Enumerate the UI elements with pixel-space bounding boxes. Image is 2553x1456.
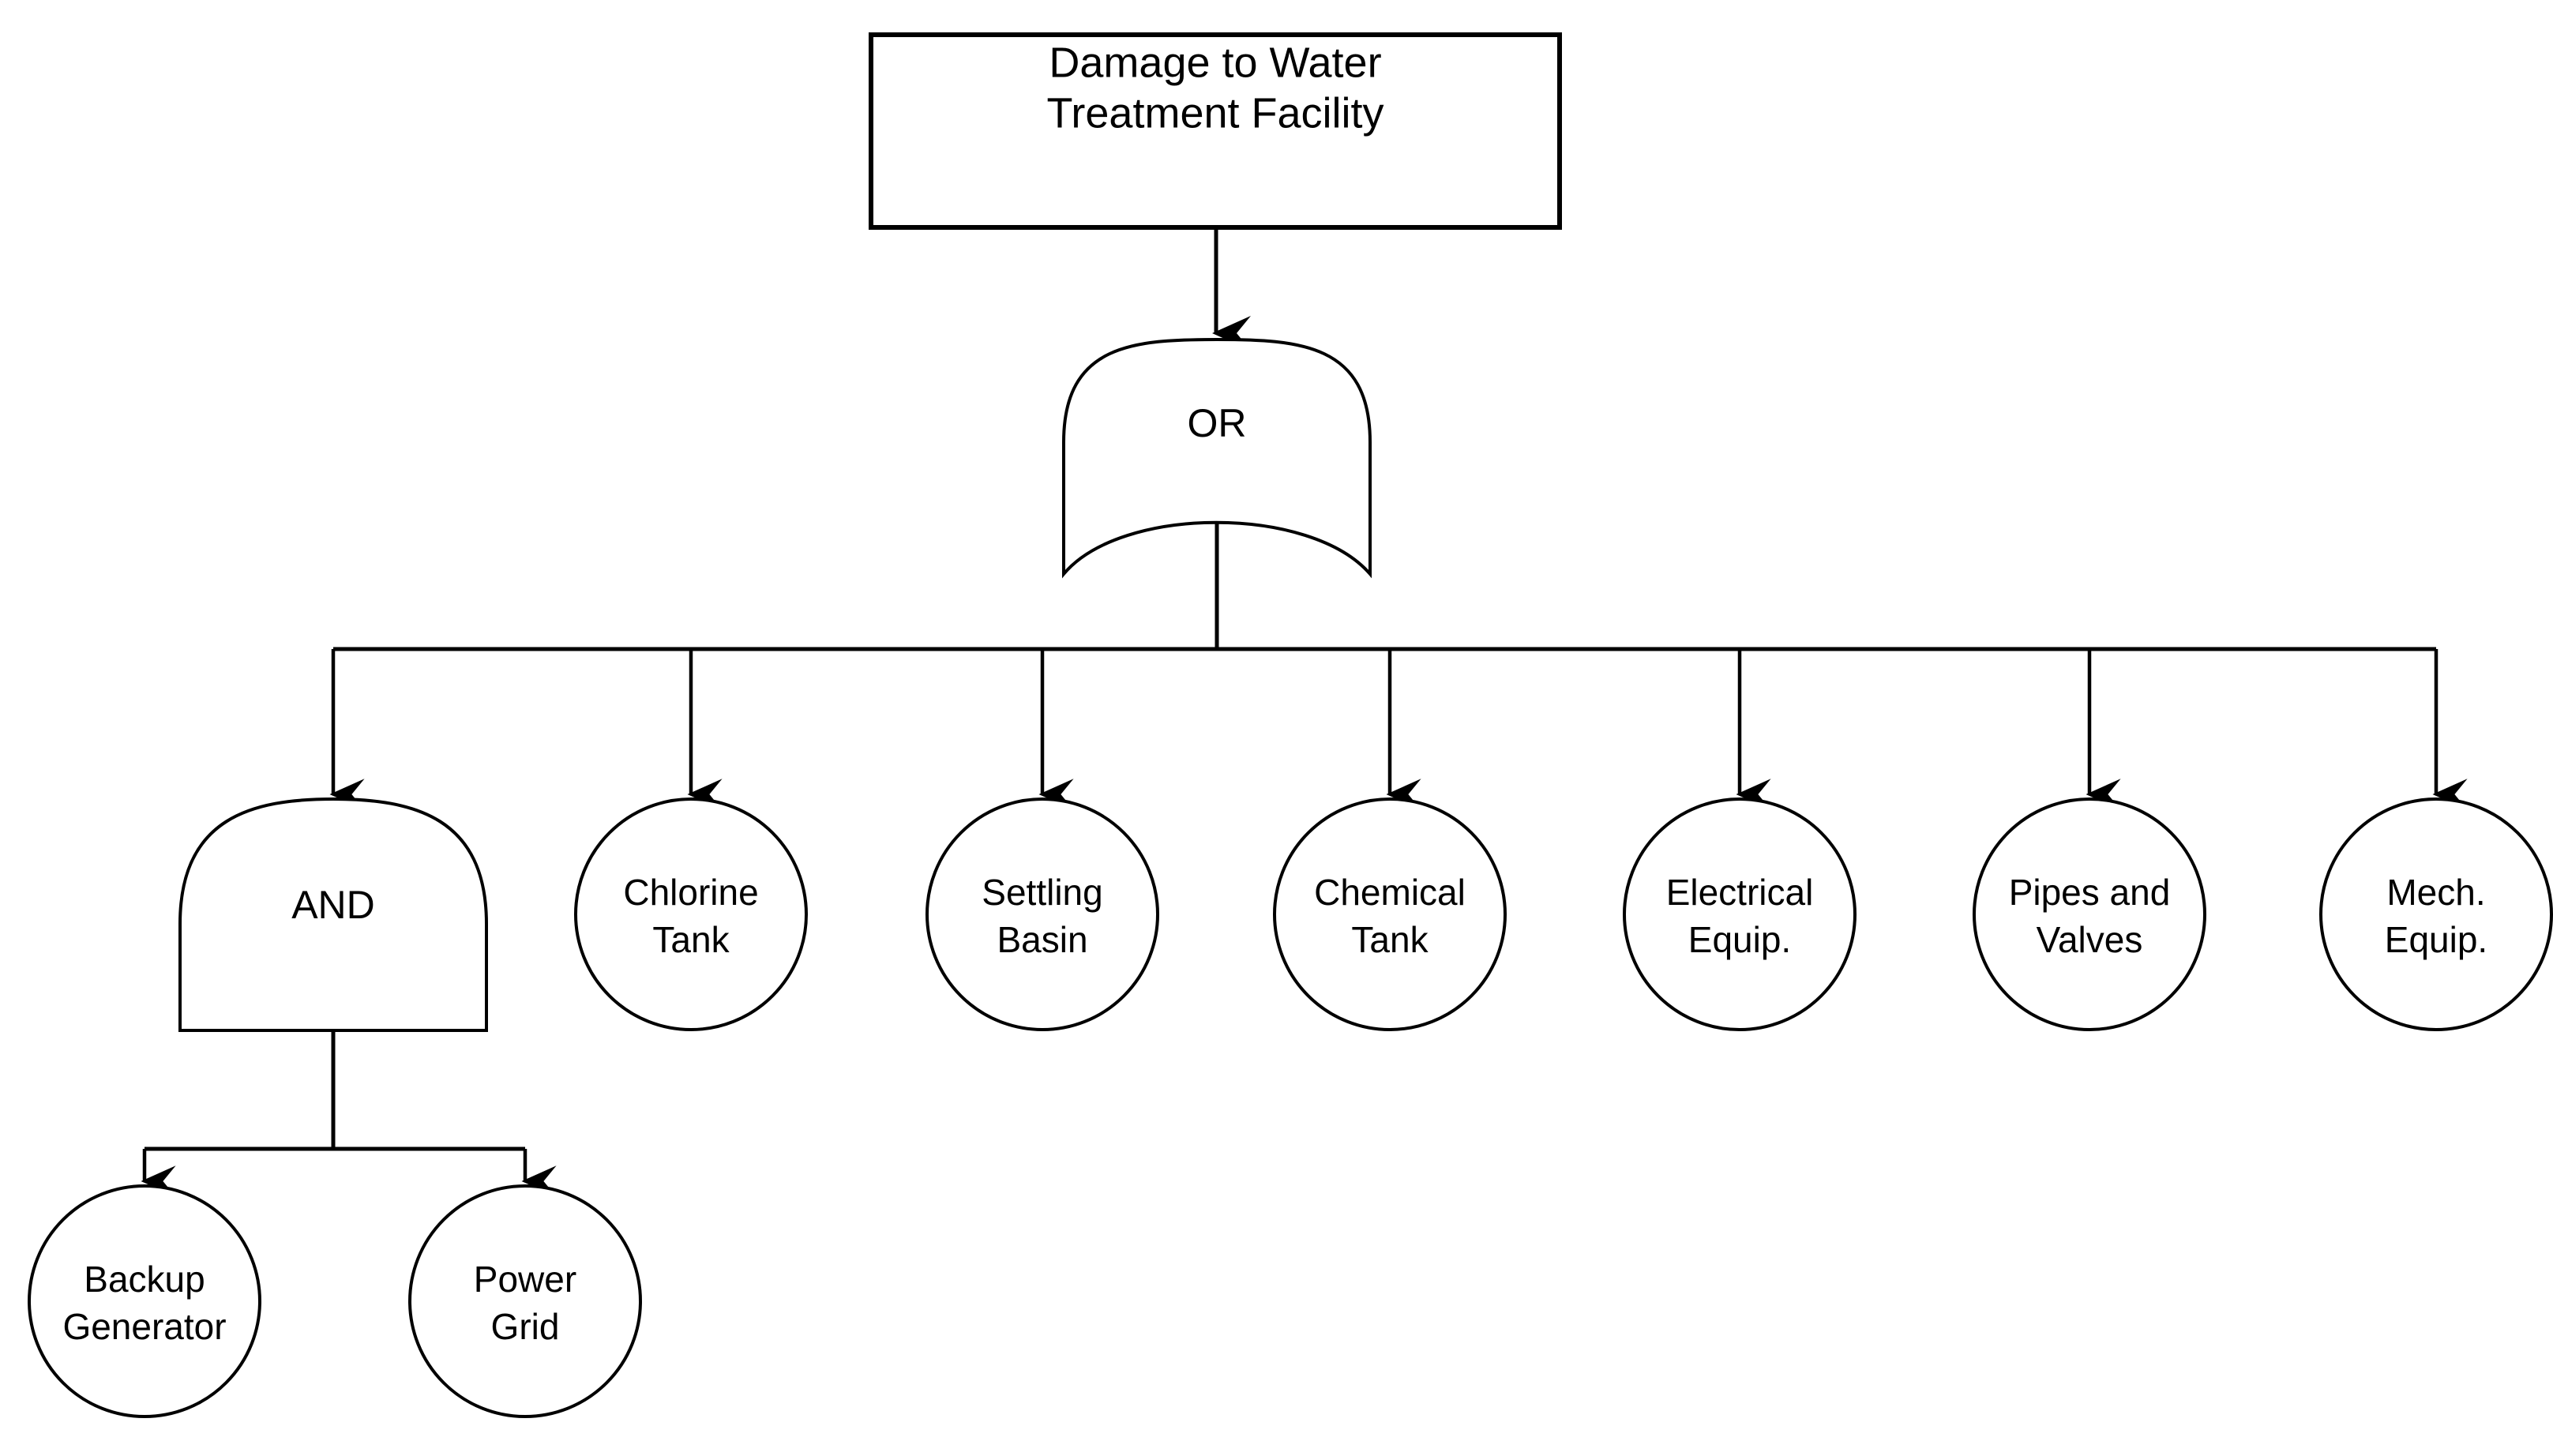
mech-equip-circle [2319,797,2553,1031]
electrical-equip-circle [1623,797,1857,1031]
basic-event-electrical-equip[interactable]: Electrical Equip. [1623,797,1857,1031]
settling-basin-circle [925,797,1159,1031]
power-grid-circle [408,1184,642,1418]
pipes-and-valves-circle [1973,797,2206,1031]
settling-basin-label-line2: Basin [997,919,1087,960]
basic-event-chemical-tank[interactable]: Chemical Tank [1273,797,1507,1031]
and-gate-node[interactable]: AND [178,797,488,1032]
top-event-label-line2: Treatment Facility [1046,89,1384,137]
chemical-tank-circle [1273,797,1507,1031]
basic-event-backup-generator[interactable]: Backup Generator [28,1184,261,1418]
power-grid-label-line2: Grid [491,1306,560,1347]
backup-generator-label-line1: Backup [84,1259,205,1300]
basic-event-mech-equip[interactable]: Mech. Equip. [2319,797,2553,1031]
mech-equip-label-line2: Equip. [2385,919,2487,960]
or-gate-shape [1062,337,1372,579]
basic-event-power-grid[interactable]: Power Grid [408,1184,642,1418]
chlorine-tank-label-line2: Tank [652,919,730,960]
electrical-equip-label-line2: Equip. [1688,919,1791,960]
top-event-label-line1: Damage to Water [1049,39,1381,86]
mech-equip-label-line1: Mech. [2386,872,2485,913]
chlorine-tank-label-line1: Chlorine [623,872,758,913]
backup-generator-circle [28,1184,261,1418]
and-gate-shape [178,797,488,1032]
electrical-equip-label-line1: Electrical [1666,872,1814,913]
settling-basin-label-line1: Settling [982,872,1102,913]
top-event-rect [869,32,1562,230]
basic-event-chlorine-tank[interactable]: Chlorine Tank [574,797,808,1031]
chemical-tank-label-line1: Chemical [1314,872,1466,913]
basic-event-pipes-and-valves[interactable]: Pipes and Valves [1973,797,2206,1031]
or-gate-label: OR [1188,401,1247,445]
pipes-and-valves-label-line1: Pipes and [2009,872,2171,913]
top-event-node[interactable]: Damage to Water Treatment Facility [869,32,1562,230]
power-grid-label-line1: Power [474,1259,576,1300]
backup-generator-label-line2: Generator [62,1306,226,1347]
or-gate-node[interactable]: OR [1062,337,1372,579]
and-gate-label: AND [291,883,375,927]
chlorine-tank-circle [574,797,808,1031]
pipes-and-valves-label-line2: Valves [2037,919,2143,960]
chemical-tank-label-line2: Tank [1351,919,1429,960]
basic-event-settling-basin[interactable]: Settling Basin [925,797,1159,1031]
